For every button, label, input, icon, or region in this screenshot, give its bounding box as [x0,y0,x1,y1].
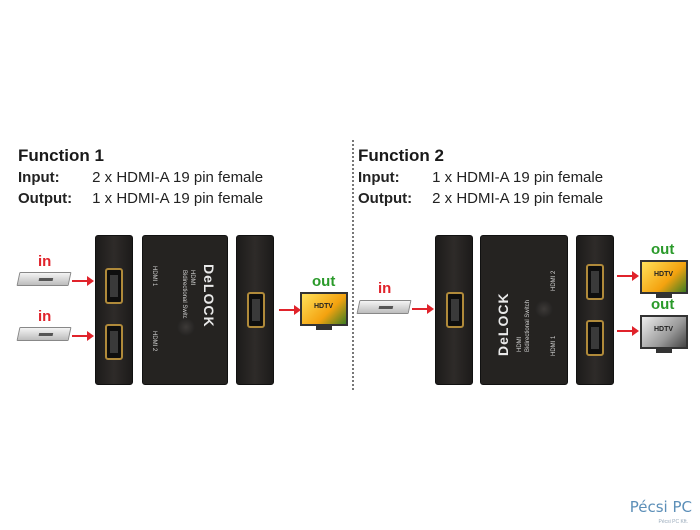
f1-hdtv-icon: HDTV [300,292,348,330]
f1-port1-label: HDMI 1 [151,266,157,287]
function-2-input-value: 1 x HDMI-A 19 pin female [432,169,604,186]
function-1-section: Function 1 Input: 2 x HDMI-A 19 pin fema… [18,145,348,209]
f1-hdmi-port-in-1-icon [105,268,123,304]
f2-switch-left-side [435,235,473,385]
f1-in-label-2: in [38,308,52,325]
function-2-section: Function 2 Input: 1 x HDMI-A 19 pin fema… [358,145,688,209]
f1-port2-label: HDMI 2 [151,331,157,352]
f1-source-player-1-icon [16,272,72,286]
function-2-title: Function 2 [358,146,444,165]
function-2-output-key: Output: [358,190,413,207]
f1-in-arrow-2-icon [72,331,94,341]
f2-out-arrow-2-icon [617,326,639,336]
f2-port2-label: HDMI 2 [551,270,557,291]
f1-subtitle-label: Bidirectional Switch [181,270,187,323]
f2-switch-right-side [576,235,614,385]
function-1-output-key: Output: [18,190,73,207]
function-2-output-row: Output: 2 x HDMI-A 19 pin female [358,188,688,209]
function-2-output-value: 2 x HDMI-A 19 pin female [432,190,604,207]
f2-hdtv-2-icon: HDTV [640,315,688,353]
f1-source-player-2-icon [16,327,72,341]
f2-out-label-1: out [651,241,675,258]
f2-hdtv-2-text: HDTV [654,326,674,333]
f2-switch-button[interactable] [535,300,553,318]
f2-in-arrow-icon [412,304,434,314]
f1-in-arrow-1-icon [72,276,94,286]
section-divider [352,140,354,390]
f1-switch-top: DeLOCK HDMI Bidirectional Switch HDMI 1 … [142,235,228,385]
f1-out-label: out [312,273,336,290]
f1-out-arrow-icon [279,305,301,315]
f1-brand-logo: DeLOCK [201,264,217,328]
f2-port1-label: HDMI 1 [551,335,557,356]
f1-switch-left-side [95,235,133,385]
f2-subtitle-label: Bidirectional Switch [525,299,531,352]
function-2-input-key: Input: [358,169,400,186]
function-1-input-value: 2 x HDMI-A 19 pin female [92,169,264,186]
function-1-input-key: Input: [18,169,60,186]
f2-in-label: in [378,280,392,297]
function-1-output-value: 1 x HDMI-A 19 pin female [92,190,264,207]
f2-hdmi-port-in-icon [446,292,464,328]
f2-model-label: HDMI [517,336,523,352]
f2-hdtv-1-text: HDTV [654,271,674,278]
f1-hdmi-port-in-2-icon [105,324,123,360]
f2-out-label-2: out [651,296,675,313]
f2-hdtv-1-icon: HDTV [640,260,688,298]
f2-out-arrow-1-icon [617,271,639,281]
function-1-title: Function 1 [18,146,104,165]
f2-source-player-icon [356,300,412,314]
f1-switch-right-side [236,235,274,385]
f1-hdmi-port-out-icon [247,292,265,328]
watermark-subtext: Pécsi PC Kft. [658,519,688,525]
function-1-input-row: Input: 2 x HDMI-A 19 pin female [18,167,348,188]
function-1-output-row: Output: 1 x HDMI-A 19 pin female [18,188,348,209]
f2-hdmi-port-out-2-icon [586,320,604,356]
f2-hdmi-port-out-1-icon [586,264,604,300]
f1-model-label: HDMI [189,270,195,286]
f2-brand-logo: DeLOCK [495,292,511,356]
f1-in-label-1: in [38,253,52,270]
f1-hdtv-text: HDTV [314,303,334,310]
function-2-input-row: Input: 1 x HDMI-A 19 pin female [358,167,688,188]
f1-switch-button[interactable] [177,318,195,336]
f2-switch-top: DeLOCK HDMI Bidirectional Switch HDMI 2 … [480,235,568,385]
watermark-logo: Pécsi PC [629,498,692,516]
